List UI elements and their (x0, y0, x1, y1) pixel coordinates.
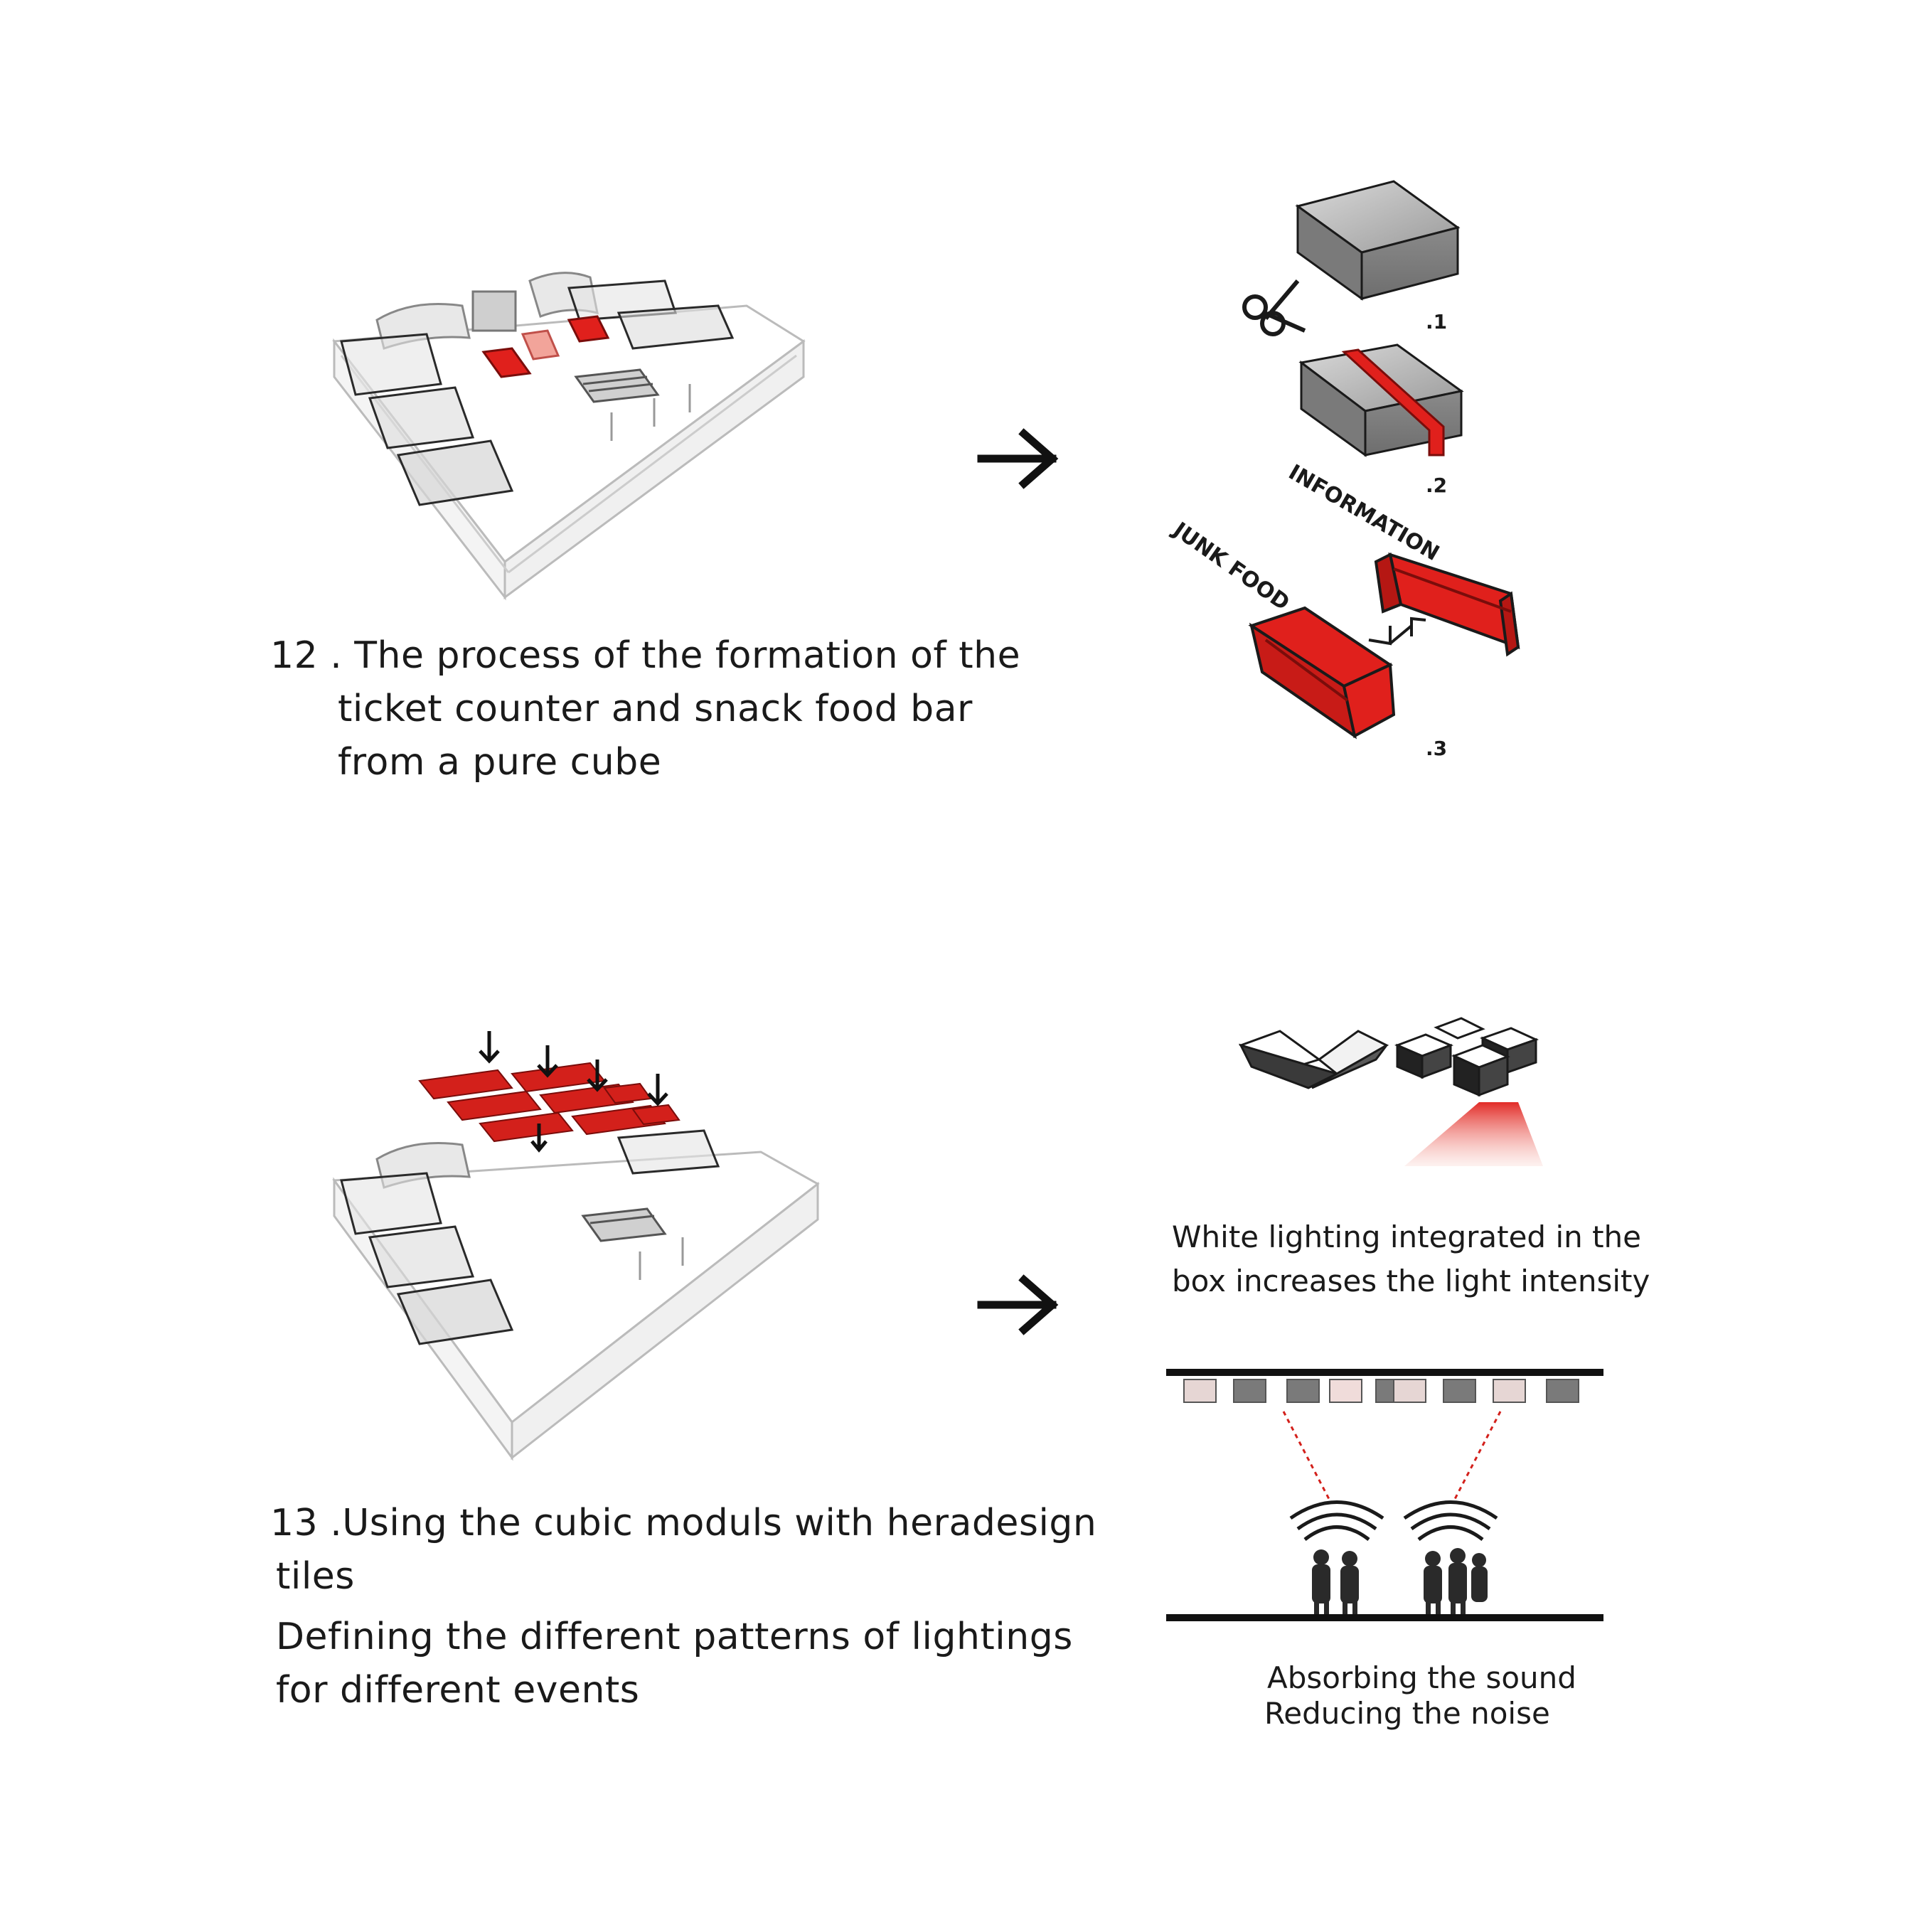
arrow-right-icon (977, 1274, 1059, 1335)
scissors-icon (1242, 279, 1306, 336)
lighting-note-line2: box increases the light intensity (1172, 1264, 1650, 1298)
caption-12-line3: from a pure cube (338, 741, 662, 784)
swap-arrows (1368, 617, 1426, 646)
red-counter-junk-food (1248, 606, 1396, 740)
people-silhouette-icon (1312, 1548, 1488, 1614)
floorplan-axonometric-12 (332, 272, 806, 601)
junk-food-label: JUNK FOOD (1168, 517, 1294, 616)
sound-paths (1282, 1411, 1502, 1501)
step-1-label: .1 (1426, 310, 1447, 333)
floorplan-axonometric-13 (332, 1129, 820, 1461)
cube-step-2 (1298, 343, 1464, 457)
arrow-down-icon (479, 1031, 668, 1153)
sound-note-line1: Absorbing the sound (1267, 1660, 1576, 1695)
lighting-note-line1: White lighting integrated in the (1172, 1219, 1642, 1254)
light-beam (1404, 1102, 1543, 1166)
caption-13-line2: tiles (276, 1555, 355, 1598)
sound-wave-icon (1289, 1500, 1498, 1541)
caption-13-line4: for different events (276, 1669, 640, 1712)
sound-note-line2: Reducing the noise (1264, 1696, 1550, 1731)
open-box-module (1239, 1030, 1389, 1089)
caption-13-line3: Defining the different patterns of light… (276, 1616, 1073, 1658)
red-counter-information (1374, 553, 1520, 657)
caption-12-line1: 12 . The process of the formation of the (270, 634, 1021, 677)
cube-step-1 (1295, 180, 1461, 301)
step-3-label: .3 (1426, 737, 1447, 760)
cubic-lighting-modules (1394, 1017, 1539, 1097)
caption-12-line2: ticket counter and snack food bar (338, 688, 973, 730)
caption-13-line1: 13 .Using the cubic moduls with heradesi… (270, 1502, 1097, 1544)
information-label: INFORMATION (1284, 460, 1443, 566)
ceiling-tiles (1183, 1379, 1579, 1403)
arrow-right-icon (977, 428, 1059, 489)
acoustic-section (1166, 1369, 1603, 1621)
step-2-label: .2 (1426, 474, 1447, 497)
